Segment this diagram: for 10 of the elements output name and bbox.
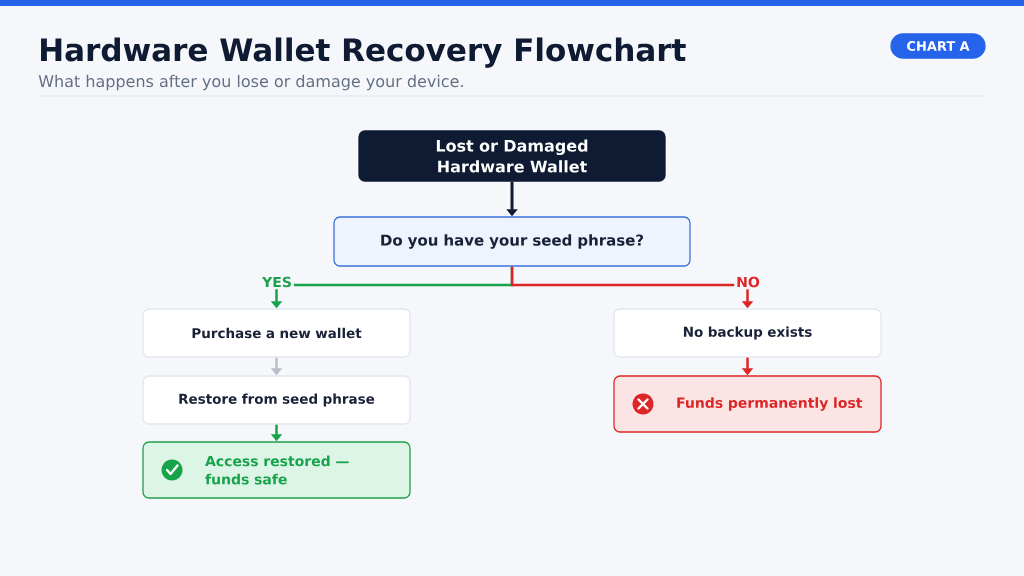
decision-box: Do you have your seed phrase? bbox=[333, 216, 691, 267]
process-box: No backup exists bbox=[613, 308, 882, 358]
title: Hardware Wallet Recovery Flowchart bbox=[41, 37, 686, 68]
process-box: Purchase a new wallet bbox=[142, 308, 411, 358]
process-box: Restore from seed phrase bbox=[142, 375, 411, 425]
outcome-box: Funds permanently lost bbox=[613, 375, 882, 433]
subtitle: What happens after you lose or damage your device. bbox=[38, 74, 463, 91]
outcome-box: Access restored — funds safe bbox=[142, 441, 411, 499]
badge: CHART A bbox=[890, 33, 986, 59]
start-box: Lost or Damaged Hardware Wallet bbox=[358, 130, 666, 182]
